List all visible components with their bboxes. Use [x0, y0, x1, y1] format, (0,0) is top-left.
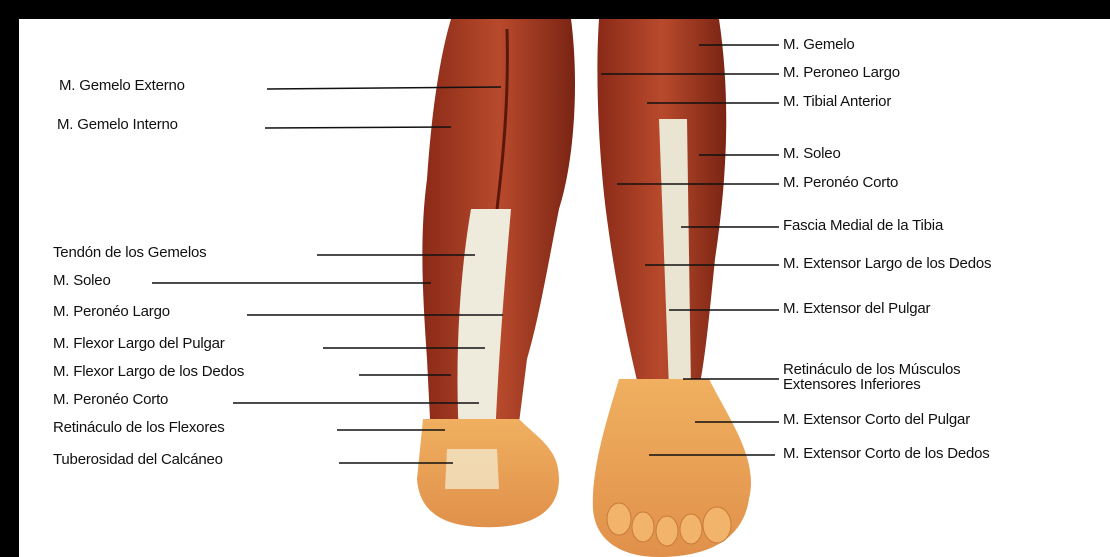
label-soleo-left: M. Soleo [53, 273, 111, 288]
label-tibial-anterior: M. Tibial Anterior [783, 94, 891, 109]
figure-panel: M. Gemelo Externo M. Gemelo Interno Tend… [19, 19, 1110, 557]
label-extensor-corto-dedos: M. Extensor Corto de los Dedos [783, 446, 990, 461]
label-gemelo-externo: M. Gemelo Externo [59, 78, 185, 93]
label-flexor-largo-dedos: M. Flexor Largo de los Dedos [53, 364, 244, 379]
label-peroneo-largo-left: M. Peronéo Largo [53, 304, 170, 319]
label-fascia-medial-tibia: Fascia Medial de la Tibia [783, 218, 943, 233]
label-extensores-inferiores: Extensores Inferiores [783, 377, 921, 392]
posterior-leg-drawing [417, 19, 575, 527]
label-tuberosidad-calcaneo: Tuberosidad del Calcáneo [53, 452, 223, 467]
anterior-leg-drawing [593, 19, 751, 557]
label-extensor-corto-pulgar: M. Extensor Corto del Pulgar [783, 412, 970, 427]
label-retinaculo-flexores: Retináculo de los Flexores [53, 420, 225, 435]
label-soleo-right: M. Soleo [783, 146, 841, 161]
label-peroneo-corto-left: M. Peronéo Corto [53, 392, 168, 407]
label-tendon-gemelos: Tendón de los Gemelos [53, 245, 206, 260]
label-retinaculo-musculos: Retináculo de los Músculos [783, 362, 960, 377]
calcaneus-tuberosity [445, 449, 499, 489]
label-extensor-pulgar: M. Extensor del Pulgar [783, 301, 930, 316]
label-gemelo: M. Gemelo [783, 37, 855, 52]
label-peroneo-corto-right: M. Peronéo Corto [783, 175, 898, 190]
label-flexor-largo-pulgar: M. Flexor Largo del Pulgar [53, 336, 225, 351]
label-extensor-largo-dedos: M. Extensor Largo de los Dedos [783, 256, 991, 271]
leg-muscles-illustration [19, 19, 1110, 557]
label-peroneo-largo-right: M. Peroneo Largo [783, 65, 900, 80]
label-gemelo-interno: M. Gemelo Interno [57, 117, 178, 132]
